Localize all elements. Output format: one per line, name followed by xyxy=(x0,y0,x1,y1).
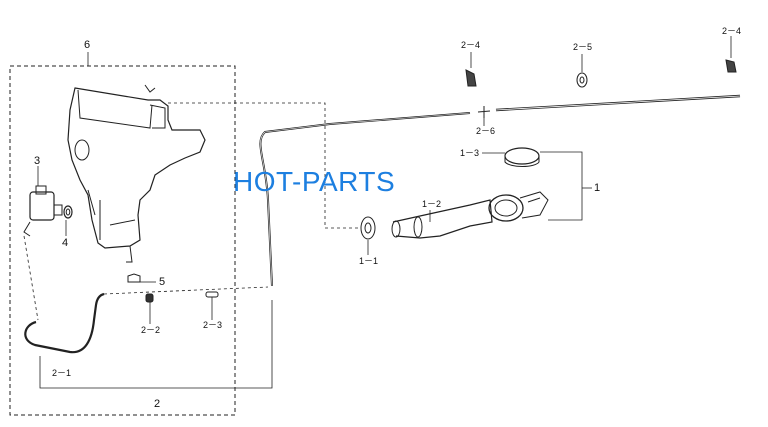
connector-2-2 xyxy=(145,293,154,303)
filler-neck xyxy=(391,191,549,239)
washer-pump xyxy=(23,185,63,237)
label-2-5: 2－5 xyxy=(573,42,593,52)
hose-2-1 xyxy=(24,292,105,354)
label-1: 1 xyxy=(594,182,601,194)
watermark-text: HOT-PARTS xyxy=(233,166,396,197)
label-2: 2 xyxy=(154,398,161,410)
label-1-3: 1－3 xyxy=(460,148,480,158)
assembly-box-6 xyxy=(9,65,236,416)
tee-2-6 xyxy=(477,106,491,118)
label-1-2: 1－2 xyxy=(422,199,442,209)
cap-5 xyxy=(127,273,141,283)
seal-1-1 xyxy=(360,216,376,240)
valve-2-3 xyxy=(205,291,219,298)
label-2-1: 2－1 xyxy=(52,368,72,378)
nozzle-2-4-right xyxy=(725,59,737,73)
filler-cap-1-3 xyxy=(504,147,540,165)
label-6: 6 xyxy=(84,39,91,51)
label-2-2: 2－2 xyxy=(141,325,161,335)
label-1-1: 1－1 xyxy=(359,256,379,266)
reservoir-tank xyxy=(67,87,206,249)
label-2-3: 2－3 xyxy=(203,320,223,330)
label-5: 5 xyxy=(159,276,166,288)
label-2-6: 2－6 xyxy=(476,126,496,136)
grommet-4 xyxy=(63,205,73,219)
label-2-4-left: 2－4 xyxy=(461,40,481,50)
label-2-4-right: 2－4 xyxy=(722,26,742,36)
grommet-2-5 xyxy=(576,72,588,88)
nozzle-2-4-left xyxy=(465,69,477,87)
label-4: 4 xyxy=(62,237,69,249)
label-3: 3 xyxy=(34,155,41,167)
